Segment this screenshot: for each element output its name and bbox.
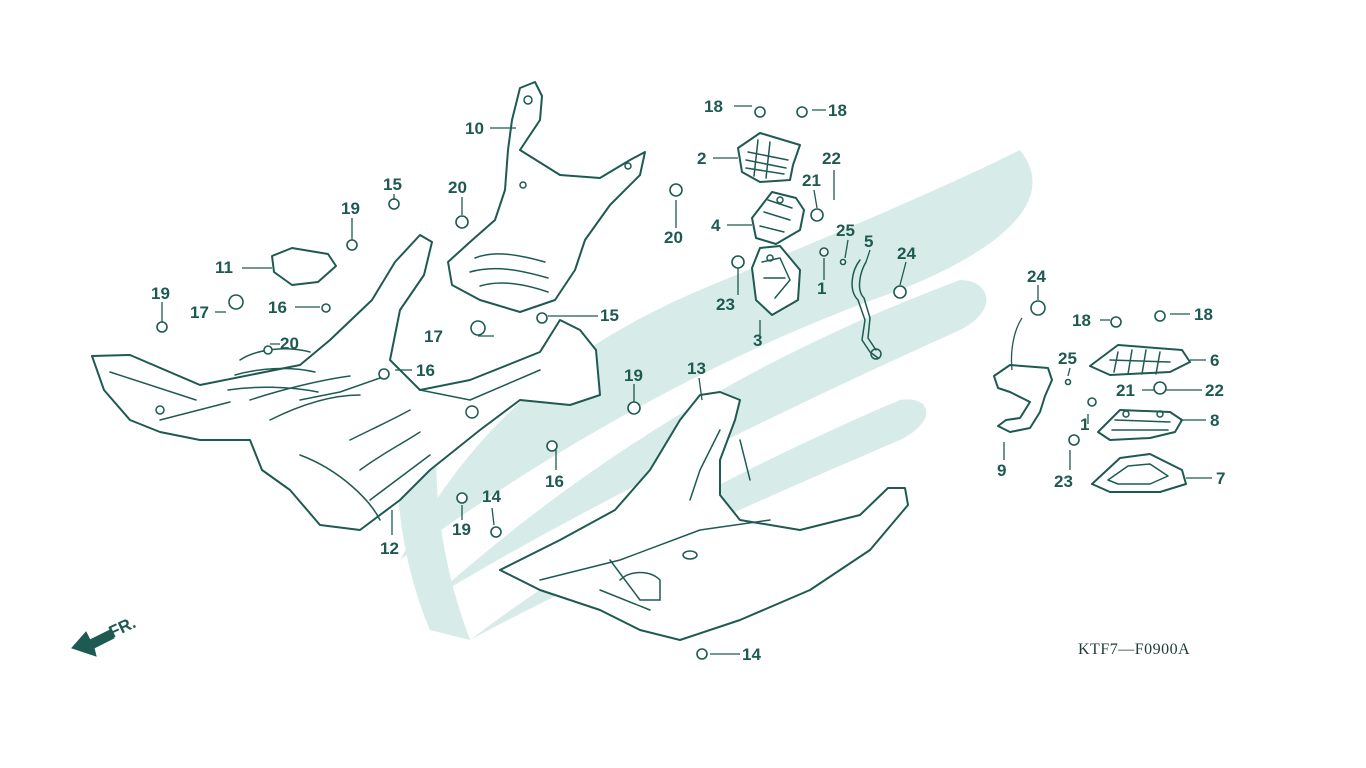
- callout-14: 14: [482, 487, 501, 506]
- step-grip-2: [737, 132, 801, 183]
- callout-9: 9: [997, 461, 1006, 480]
- inner-cover-10: [447, 81, 646, 313]
- callout-1: 1: [817, 279, 826, 298]
- callout-3: 3: [753, 331, 762, 350]
- callout-15: 15: [383, 175, 402, 194]
- callout-17: 17: [190, 303, 209, 322]
- callout-22: 22: [822, 149, 841, 168]
- callout-18: 18: [1072, 311, 1091, 330]
- callout-16: 16: [416, 361, 435, 380]
- callout-13: 13: [687, 359, 706, 378]
- callout-18: 18: [1194, 305, 1213, 324]
- front-direction-arrow: FR.: [71, 613, 139, 657]
- callout-22: 22: [1205, 381, 1224, 400]
- callout-16: 16: [545, 472, 564, 491]
- callout-19: 19: [341, 199, 360, 218]
- bracket-9: [993, 364, 1053, 433]
- callout-11: 11: [215, 258, 233, 277]
- callout-12: 12: [380, 539, 399, 558]
- rod-5: [851, 259, 882, 360]
- callout-20: 20: [280, 334, 299, 353]
- callout-6: 6: [1210, 351, 1219, 370]
- callout-20: 20: [448, 178, 467, 197]
- step-hinge-4: [751, 191, 805, 245]
- callout-5: 5: [864, 232, 873, 251]
- callout-19: 19: [452, 520, 471, 539]
- callout-17: 17: [424, 327, 443, 346]
- callout-1: 1: [1080, 415, 1089, 434]
- fasteners: [156, 106, 1167, 660]
- base-plate-7: [1091, 453, 1187, 493]
- callout-10: 10: [465, 119, 484, 138]
- step-base-3: [751, 245, 801, 316]
- callout-25: 25: [1058, 349, 1077, 368]
- callout-23: 23: [1054, 472, 1073, 491]
- callout-8: 8: [1210, 411, 1219, 430]
- floor-side-cover-13: [499, 391, 909, 641]
- callout-2: 2: [697, 149, 706, 168]
- callout-18: 18: [828, 101, 847, 120]
- floor-step-12: [91, 234, 601, 531]
- callout-4: 4: [711, 216, 721, 235]
- callout-20: 20: [664, 228, 683, 247]
- drawing-code: KTF7—F0900A: [1078, 641, 1190, 658]
- callout-labels: 18 18 2 22 21 4 25 5 24 23 1 3 10 20 20 …: [151, 97, 1225, 664]
- callout-15: 15: [600, 306, 619, 325]
- callout-7: 7: [1216, 469, 1225, 488]
- callout-16: 16: [268, 298, 287, 317]
- lid-11: [271, 247, 337, 286]
- callout-21: 21: [802, 171, 821, 190]
- callout-18: 18: [704, 97, 723, 116]
- callout-19: 19: [624, 366, 643, 385]
- callout-25: 25: [836, 221, 855, 240]
- callout-19: 19: [151, 284, 170, 303]
- callout-24: 24: [1027, 267, 1046, 286]
- hinge-8: [1097, 409, 1183, 441]
- step-grip-6: [1089, 344, 1191, 376]
- callout-24: 24: [897, 244, 916, 263]
- callout-14: 14: [742, 645, 761, 664]
- leader-lines: [161, 105, 1212, 655]
- callout-21: 21: [1116, 381, 1135, 400]
- callout-23: 23: [716, 295, 735, 314]
